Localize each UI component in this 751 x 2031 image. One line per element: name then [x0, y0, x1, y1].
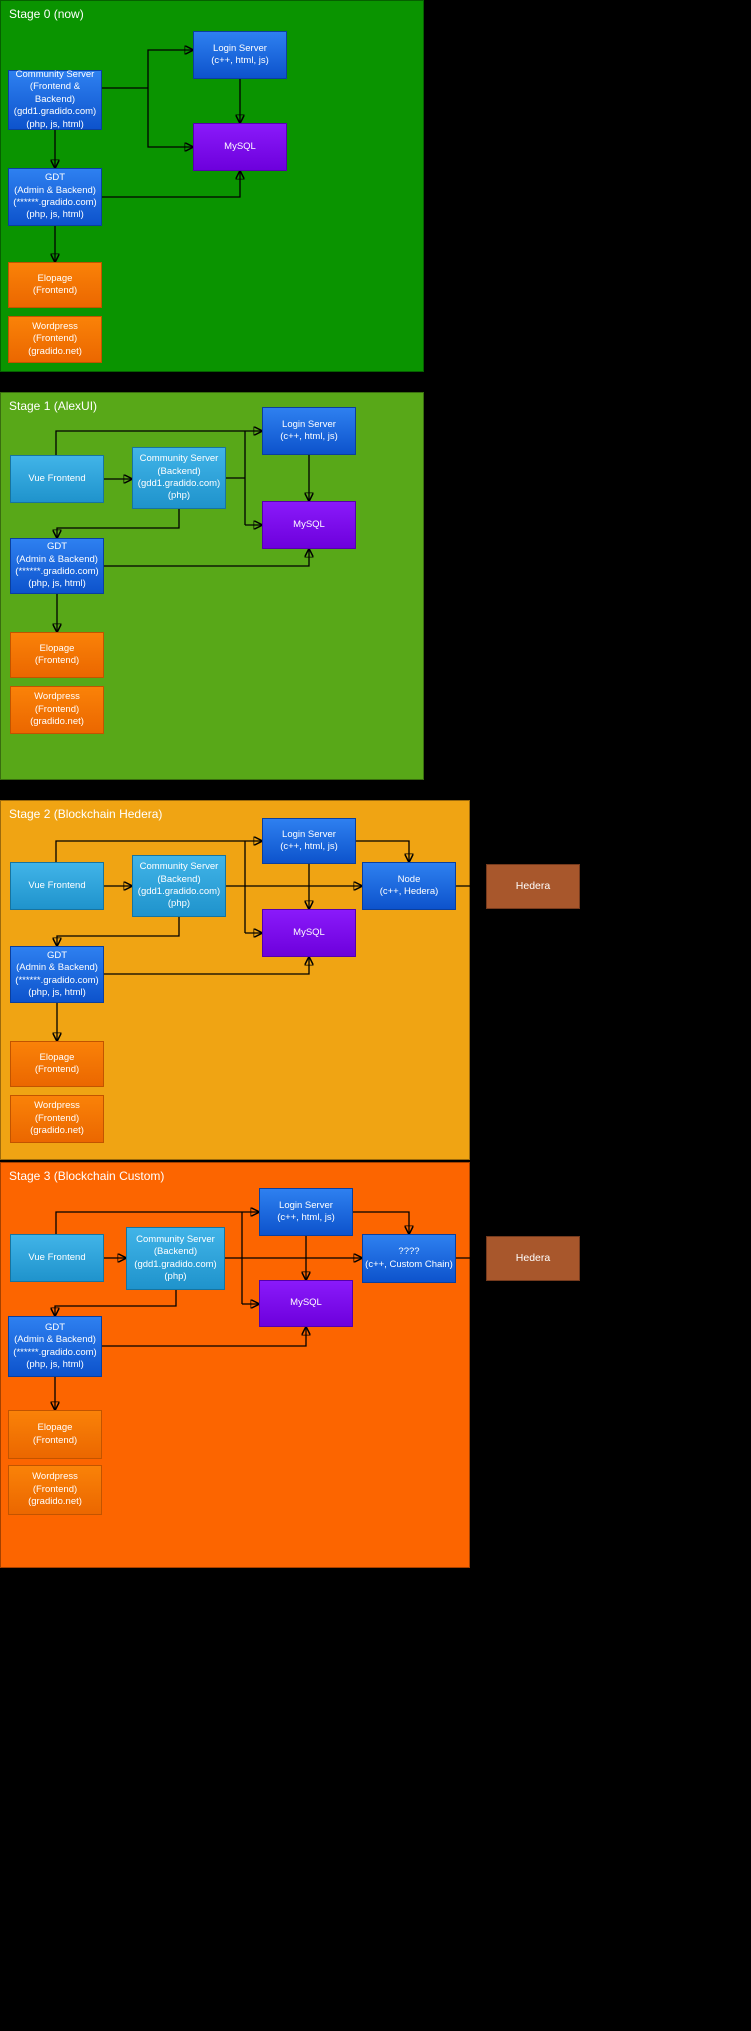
stage2-hedera-node-label: Node (c++, Hedera) [379, 873, 439, 897]
stage1-mysql-label: MySQL [293, 518, 325, 530]
stage1-elopage-node: Elopage (Frontend) [10, 632, 104, 678]
stage3-hedera-external-label: Hedera [515, 1251, 551, 1264]
stage2-elopage-node: Elopage (Frontend) [10, 1041, 104, 1087]
stage0-wordpress-label: Wordpress (Frontend) (gradido.net) [28, 320, 82, 357]
stage2-vue-frontend-label: Vue Frontend [28, 879, 86, 891]
stage2-elopage-label: Elopage (Frontend) [34, 1051, 80, 1075]
stage3-wordpress-label: Wordpress (Frontend) (gradido.net) [28, 1471, 82, 1508]
stage3-vue-frontend-label: Vue Frontend [28, 1251, 86, 1263]
stage3-gdt-node: GDT (Admin & Backend) (******.gradido.co… [8, 1316, 102, 1377]
stage2-vue-frontend-node: Vue Frontend [10, 862, 104, 910]
stage2-gdt-node: GDT (Admin & Backend) (******.gradido.co… [10, 946, 104, 1003]
stage2-mysql-label: MySQL [293, 926, 325, 938]
stage3-mysql-label: MySQL [290, 1297, 322, 1309]
stage0-elopage-node: Elopage (Frontend) [8, 262, 102, 308]
stage0-gdt-node: GDT (Admin & Backend) (******.gradido.co… [8, 168, 102, 226]
stage2-login-server-node: Login Server (c++, html, js) [262, 818, 356, 864]
stage1-wordpress-label: Wordpress (Frontend) (gradido.net) [30, 691, 84, 728]
stage2-hedera-external-node: Hedera [486, 864, 580, 909]
stage-1-label: Stage 1 (AlexUI) [9, 399, 98, 413]
stage3-mysql-node: MySQL [259, 1280, 353, 1327]
stage1-login-server-label: Login Server (c++, html, js) [280, 418, 338, 442]
stage1-login-server-node: Login Server (c++, html, js) [262, 407, 356, 455]
stage0-login-server-node: Login Server (c++, html, js) [193, 31, 287, 79]
stage1-community-server-label: Community Server (Backend) (gdd1.gradido… [137, 453, 221, 502]
stage1-vue-frontend-label: Vue Frontend [28, 472, 86, 484]
stage2-gdt-label: GDT (Admin & Backend) (******.gradido.co… [15, 949, 99, 998]
stage0-login-server-label: Login Server (c++, html, js) [211, 42, 269, 66]
stage3-elopage-node: Elopage (Frontend) [8, 1410, 102, 1459]
stage3-community-server-label: Community Server (Backend) (gdd1.gradido… [134, 1233, 217, 1282]
stage3-wordpress-node: Wordpress (Frontend) (gradido.net) [8, 1465, 102, 1515]
stage2-community-server-label: Community Server (Backend) (gdd1.gradido… [137, 861, 221, 910]
stage3-hedera-external-node: Hedera [486, 1236, 580, 1281]
stage1-vue-frontend-node: Vue Frontend [10, 455, 104, 503]
stage0-elopage-label: Elopage (Frontend) [32, 272, 78, 296]
stage2-login-server-label: Login Server (c++, html, js) [280, 828, 338, 852]
stage2-hedera-external-label: Hedera [515, 879, 551, 892]
stage-3-label: Stage 3 (Blockchain Custom) [9, 1169, 165, 1183]
stage3-login-server-label: Login Server (c++, html, js) [277, 1199, 335, 1223]
stage3-custom-chain-node: ???? (c++, Custom Chain) [362, 1234, 456, 1283]
stage3-community-server-node: Community Server (Backend) (gdd1.gradido… [126, 1227, 225, 1290]
stage2-hedera-node-node: Node (c++, Hedera) [362, 862, 456, 910]
stage-0-label: Stage 0 (now) [9, 7, 84, 21]
stage3-vue-frontend-node: Vue Frontend [10, 1234, 104, 1282]
stage1-community-server-node: Community Server (Backend) (gdd1.gradido… [132, 447, 226, 509]
stage2-mysql-node: MySQL [262, 909, 356, 957]
stage2-wordpress-label: Wordpress (Frontend) (gradido.net) [30, 1100, 84, 1137]
stage3-elopage-label: Elopage (Frontend) [32, 1422, 78, 1446]
stage3-custom-chain-label: ???? (c++, Custom Chain) [365, 1246, 453, 1270]
stage1-mysql-node: MySQL [262, 501, 356, 549]
stage3-login-server-node: Login Server (c++, html, js) [259, 1188, 353, 1236]
stage2-wordpress-node: Wordpress (Frontend) (gradido.net) [10, 1095, 104, 1143]
stage3-gdt-label: GDT (Admin & Backend) (******.gradido.co… [13, 1321, 97, 1370]
stage0-mysql-label: MySQL [224, 140, 256, 152]
stage2-community-server-node: Community Server (Backend) (gdd1.gradido… [132, 855, 226, 917]
stage0-wordpress-node: Wordpress (Frontend) (gradido.net) [8, 316, 102, 363]
stage1-gdt-node: GDT (Admin & Backend) (******.gradido.co… [10, 538, 104, 594]
stage1-elopage-label: Elopage (Frontend) [34, 642, 80, 666]
stage1-gdt-label: GDT (Admin & Backend) (******.gradido.co… [15, 541, 99, 590]
stage-2-label: Stage 2 (Blockchain Hedera) [9, 807, 163, 821]
stage0-community-server-node: Community Server (Frontend & Backend) (g… [8, 69, 102, 130]
stage1-wordpress-node: Wordpress (Frontend) (gradido.net) [10, 686, 104, 734]
stage0-mysql-node: MySQL [193, 123, 287, 171]
stage0-community-server-label: Community Server (Frontend & Backend) (g… [13, 69, 97, 130]
stage0-gdt-label: GDT (Admin & Backend) (******.gradido.co… [13, 172, 97, 221]
